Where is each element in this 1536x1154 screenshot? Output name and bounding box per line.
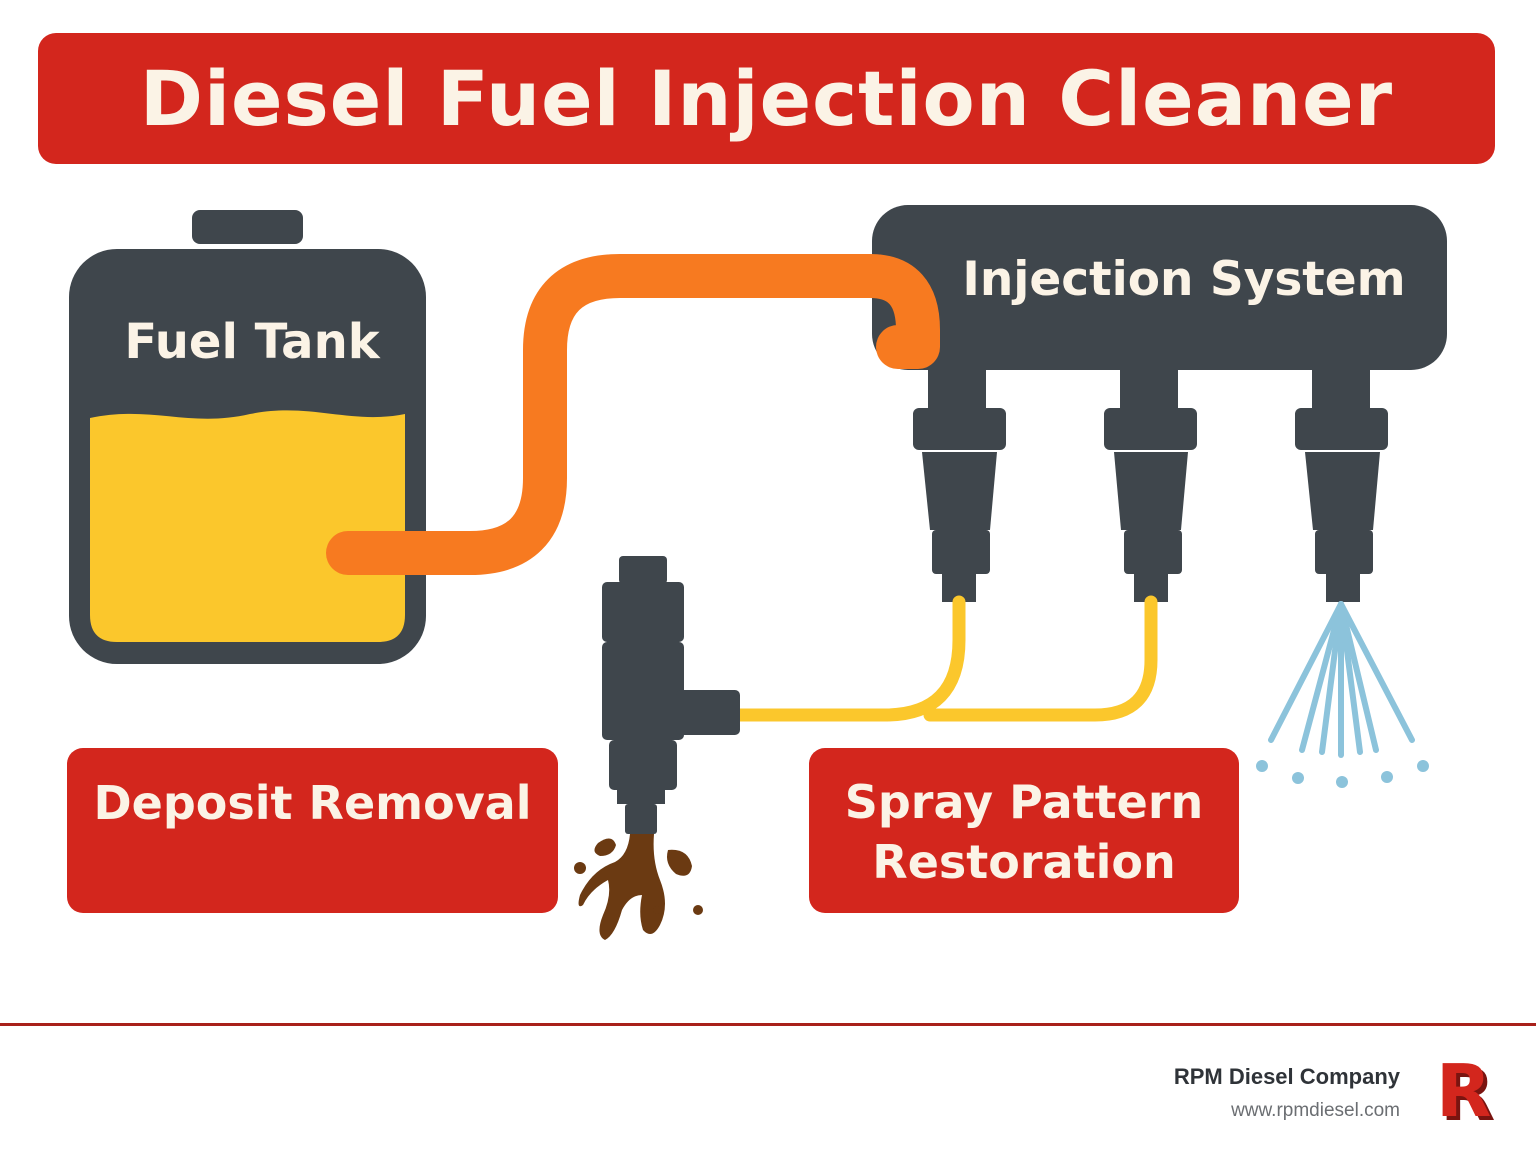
injection-system-label: Injection System: [962, 252, 1405, 307]
tank-cap: [192, 210, 303, 244]
spray-pattern-box: Spray Pattern Restoration: [809, 748, 1239, 913]
spray-pattern-label-line1: Spray Pattern: [844, 775, 1204, 829]
injection-system: Injection System: [872, 205, 1447, 370]
fuel-supply-line: [326, 254, 940, 575]
fuel-tank: Fuel Tank: [69, 210, 426, 664]
deposit-drips: [574, 834, 703, 940]
injection-manifold: [872, 205, 1447, 370]
dirty-injector: [602, 556, 740, 834]
company-name: RPM Diesel Company: [1173, 1064, 1400, 1089]
company-info: RPM Diesel Company www.rpmdiesel.com: [1174, 1064, 1400, 1122]
fuel-level: [90, 410, 405, 642]
deposit-removal-label: Deposit Removal: [93, 776, 532, 830]
spray-pattern: [1256, 601, 1429, 788]
injector-2: [1104, 370, 1197, 602]
return-lines: [733, 595, 1158, 722]
fuel-tank-label: Fuel Tank: [124, 314, 380, 370]
deposit-removal-box: Deposit Removal: [67, 748, 558, 913]
footer-divider: [0, 1023, 1536, 1026]
rpm-logo: R R: [1436, 1052, 1494, 1128]
logo-letter: R: [1436, 1052, 1491, 1128]
company-url[interactable]: www.rpmdiesel.com: [1231, 1100, 1400, 1121]
title-banner: Diesel Fuel Injection Cleaner: [38, 33, 1495, 164]
injector-3: [1295, 370, 1388, 602]
svg-text:R: R: [1440, 1053, 1494, 1128]
injector-1: [913, 370, 1006, 602]
page-title: Diesel Fuel Injection Cleaner: [139, 54, 1394, 143]
spray-pattern-label-line2: Restoration: [872, 835, 1176, 889]
